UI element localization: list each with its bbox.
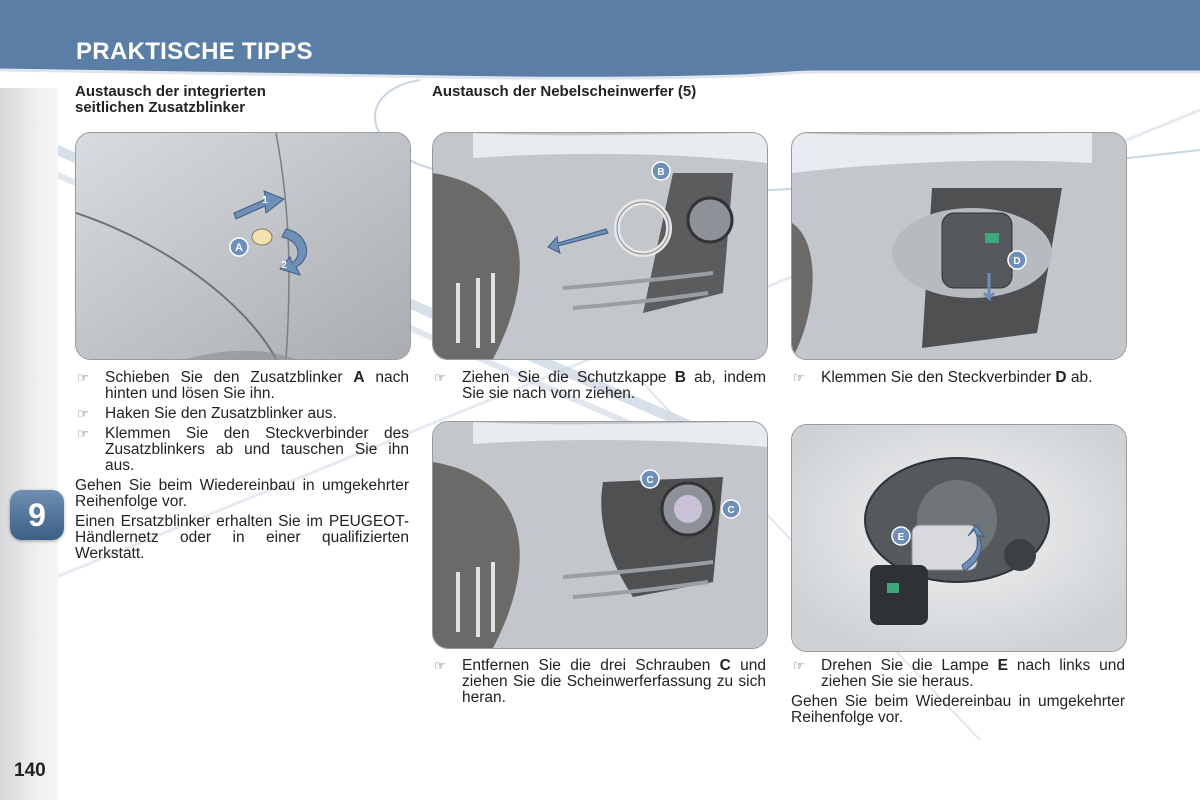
label-d: D [1013,256,1020,267]
instruction-bullet: ☞ Ziehen Sie die Schutzkappe B ab, indem… [434,369,766,402]
label-e: E [898,532,905,543]
step1-text: ☞ Ziehen Sie die Schutzkappe B ab, indem… [432,370,766,406]
label-b: B [657,167,664,178]
fog-photo-step2: D [791,132,1127,360]
pointing-hand-icon: ☞ [793,370,805,385]
heading-line: seitlichen Zusatzblinker [75,99,246,116]
paragraph: Gehen Sie beim Wiedereinbau in umgekehrt… [791,693,1125,726]
page-number: 140 [14,760,46,781]
instruction-bullet: ☞ Klemmen Sie den Steckverbinder D ab. [793,369,1093,386]
instruction-bullet: ☞ Drehen Sie die Lampe E nach links und … [793,657,1126,690]
step3-text: ☞ Entfernen Sie die drei Schrauben C und… [432,658,766,710]
paragraph: Einen Ersatzblinker erhalten Sie im PEUG… [75,513,409,562]
step2-text: ☞ Klemmen Sie den Steckverbinder D ab. [791,370,1125,390]
fog-photo-step4: E [791,424,1127,652]
pointing-hand-icon: ☞ [434,370,446,385]
label-c: C [646,475,653,486]
pointing-hand-icon: ☞ [77,370,89,385]
label-a: A [235,242,243,254]
pointing-hand-icon: ☞ [793,658,805,673]
left-section-heading: Austausch der integrierten seitlichen Zu… [75,84,405,116]
side-margin-strip [0,88,58,800]
heading-line: Austausch der integrierten [75,83,266,100]
pointing-hand-icon: ☞ [77,406,89,421]
instruction-bullet: ☞ Klemmen Sie den Steckverbinder des Zus… [77,425,409,474]
header-rule [0,68,1200,80]
pointing-hand-icon: ☞ [77,426,89,441]
left-section-text: ☞ Schieben Sie den Zusatzblinker A nach … [75,370,409,566]
instruction-bullet: ☞ Haken Sie den Zusatzblinker aus. [77,405,337,422]
header-swoosh [0,0,1200,79]
page-title: PRAKTISCHE TIPPS [76,38,313,65]
repeater-photo: A 1 2 [75,132,411,360]
fog-photo-step3: C C [432,421,768,649]
label-2: 2 [281,260,287,271]
label-c: C [727,505,734,516]
step4-text: ☞ Drehen Sie die Lampe E nach links und … [791,658,1125,730]
paragraph: Gehen Sie beim Wiedereinbau in umgekehrt… [75,477,409,510]
chapter-badge: 9 [10,490,64,540]
fog-section-heading: Austausch der Nebelscheinwerfer (5) [432,83,697,100]
label-1: 1 [262,195,268,206]
instruction-bullet: ☞ Entfernen Sie die drei Schrauben C und… [434,657,767,706]
instruction-bullet: ☞ Schieben Sie den Zusatzblinker A nach … [77,369,409,402]
pointing-hand-icon: ☞ [434,658,446,673]
fog-photo-step1: B [432,132,768,360]
